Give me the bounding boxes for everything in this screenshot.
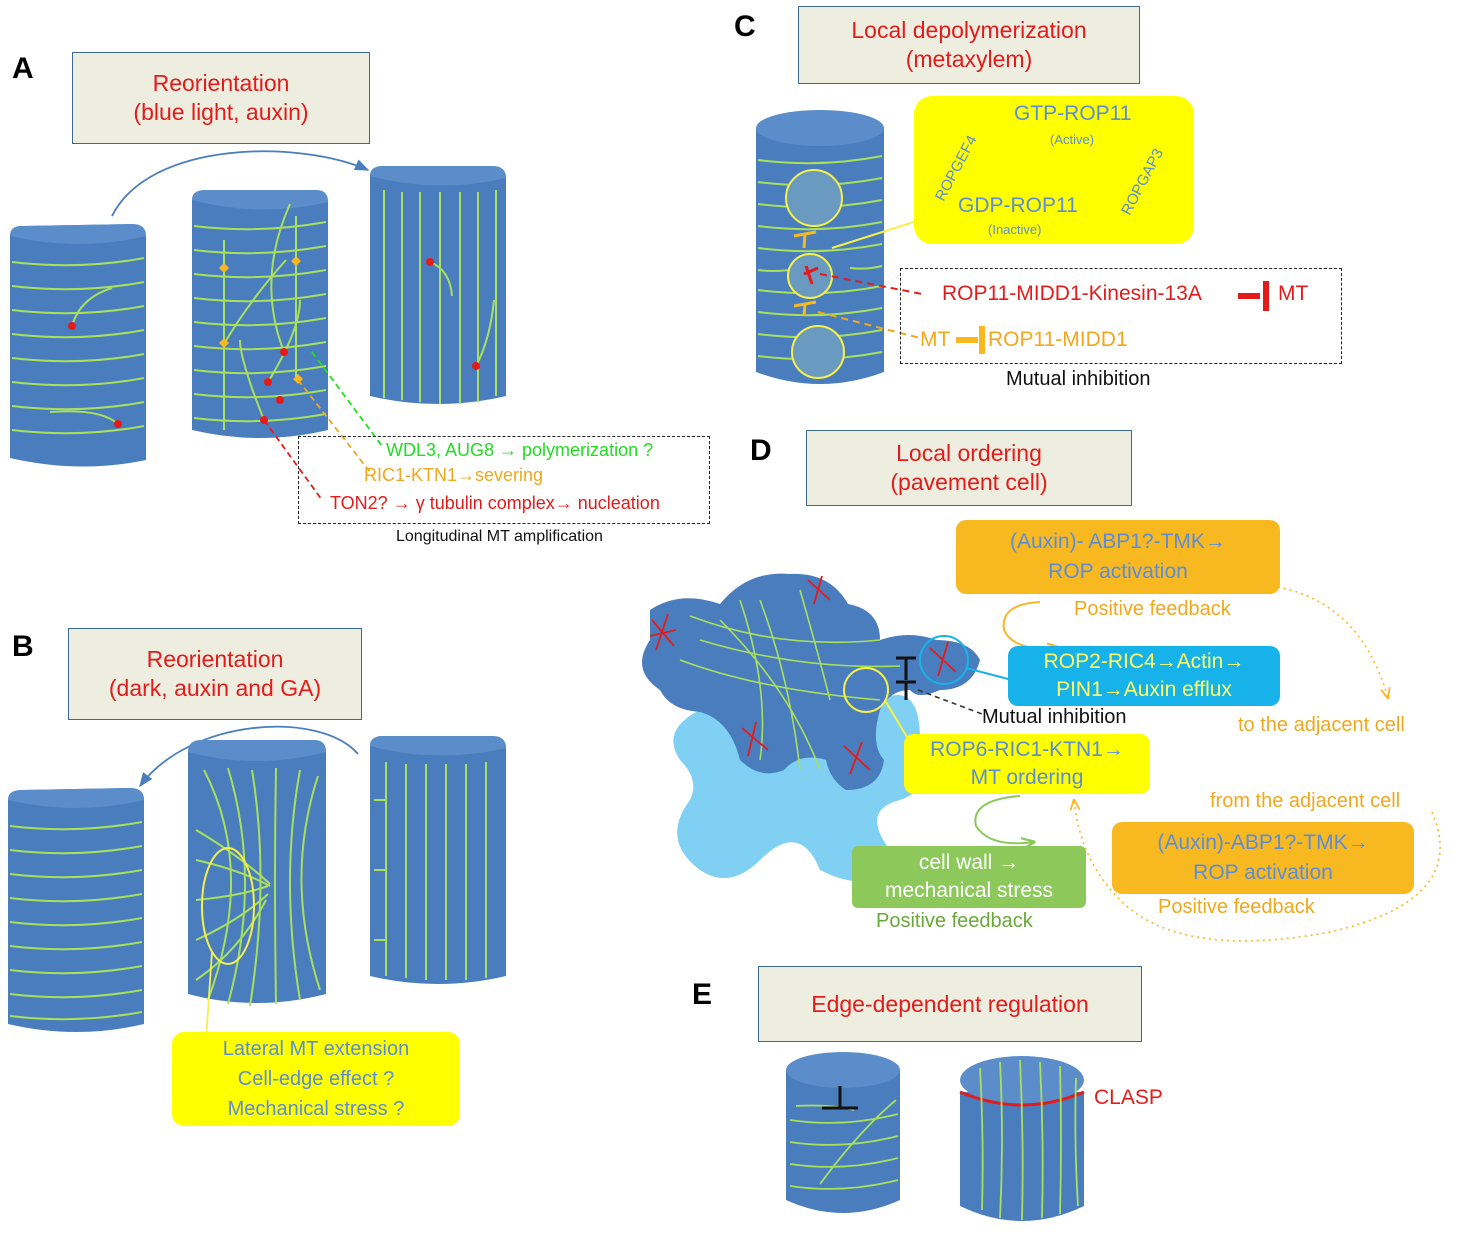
panel-letter-d: D xyxy=(750,434,772,467)
tmk-top-line2: ROP activation xyxy=(1048,560,1188,583)
polymerization-label: WDL3, AUG8 → polymerization ? xyxy=(386,440,654,460)
panel-b-title-box: Reorientation (dark, auxin and GA) xyxy=(68,628,362,720)
tmk-activation-box-bottom: (Auxin)-ABP1?-TMK→ ROP activation xyxy=(1112,822,1414,894)
severing-label: RIC1-KTN1→severing xyxy=(364,465,544,485)
panel-letter-a: A xyxy=(12,52,34,85)
cell-metaxylem-c xyxy=(756,110,884,384)
panel-b-graphics xyxy=(8,725,506,1041)
panel-e-graphics xyxy=(786,1052,1085,1221)
panel-c-title-line2: (metaxylem) xyxy=(905,46,1033,72)
panel-d-mutual-inhibition: Mutual inhibition xyxy=(982,706,1127,728)
panel-a-dashed-box xyxy=(298,436,710,524)
panel-b-title-line2: (dark, auxin and GA) xyxy=(108,675,322,701)
panel-d-graphics xyxy=(642,573,1441,942)
panel-e-title-box: Edge-dependent regulation xyxy=(758,966,1142,1042)
rop2-line2: PIN1→Auxin efflux xyxy=(1056,678,1232,701)
cell-transverse-a xyxy=(10,224,146,467)
rop11-cycle-box xyxy=(914,96,1194,244)
positive-feedback-bottom: Positive feedback xyxy=(1158,896,1315,918)
panel-c-title-line1: Local depolymerization xyxy=(851,17,1087,43)
cell-clasp-e xyxy=(959,1056,1085,1221)
panel-b-title-line1: Reorientation xyxy=(146,646,284,672)
tmk-bottom-line1: (Auxin)-ABP1?-TMK→ xyxy=(1157,831,1369,854)
cell-transverse-b xyxy=(8,788,144,1032)
panel-c-graphics xyxy=(756,110,1269,384)
active-label: (Active) xyxy=(1050,132,1095,147)
cell-wall-stress-box: cell wall → mechanical stress xyxy=(852,846,1086,908)
panel-a-caption: Longitudinal MT amplification xyxy=(396,528,603,545)
rop6-mt-ordering-box: ROP6-RIC1-KTN1→ MT ordering xyxy=(904,734,1150,794)
gdp-rop11-label: GDP-ROP11 xyxy=(958,194,1078,217)
cell-inhibited-e xyxy=(786,1052,900,1213)
panel-letter-e: E xyxy=(692,978,713,1011)
nucleation-label: TON2? → γ tubulin complex→ nucleation xyxy=(330,493,660,513)
positive-feedback-top: Positive feedback xyxy=(1074,598,1231,620)
panel-c-dashed-box xyxy=(900,268,1342,364)
mechanical-stress-line: Mechanical stress ? xyxy=(227,1098,405,1120)
to-adjacent-label: to the adjacent cell xyxy=(1238,714,1405,736)
panel-d-title-line2: (pavement cell) xyxy=(890,469,1048,495)
wall-line2: mechanical stress xyxy=(884,879,1054,902)
panel-a-graphics xyxy=(10,150,506,501)
cell-longitudinal-b xyxy=(370,736,506,984)
panel-c-caption: Mutual inhibition xyxy=(1006,368,1151,390)
kinesin-label: ROP11-MIDD1-Kinesin-13A xyxy=(942,282,1202,305)
cell-fan-b xyxy=(188,740,326,1007)
panel-a-title-line2: (blue light, auxin) xyxy=(133,99,309,125)
wall-line1: cell wall → xyxy=(918,851,1020,874)
tmk-bottom-line2: ROP activation xyxy=(1193,861,1333,884)
panel-d-title-line1: Local ordering xyxy=(896,440,1042,466)
panel-a-title-line1: Reorientation xyxy=(152,70,290,96)
tmk-activation-box-top: (Auxin)- ABP1?-TMK→ ROP activation xyxy=(956,520,1280,594)
rop2-line1: ROP2-RIC4→Actin→ xyxy=(1043,650,1245,673)
panel-d-title-box: Local ordering (pavement cell) xyxy=(806,430,1132,506)
rop6-line1: ROP6-RIC1-KTN1→ xyxy=(930,738,1124,761)
rop6-line2: MT ordering xyxy=(970,766,1084,789)
clasp-label: CLASP xyxy=(1094,1086,1163,1109)
rop2-actin-box: ROP2-RIC4→Actin→ PIN1→Auxin efflux xyxy=(1008,646,1280,706)
gtp-rop11-label: GTP-ROP11 xyxy=(1014,102,1132,125)
panel-letter-b: B xyxy=(12,630,34,663)
lateral-extension-box: Lateral MT extension Cell-edge effect ? … xyxy=(172,1032,460,1126)
panel-letter-c: C xyxy=(734,10,756,43)
cell-longitudinal-a xyxy=(370,166,506,404)
inactive-label: (Inactive) xyxy=(988,222,1042,237)
mt-source-label: MT xyxy=(920,328,951,351)
panel-c-title-box: Local depolymerization (metaxylem) xyxy=(798,6,1140,84)
tmk-top-line1: (Auxin)- ABP1?-TMK→ xyxy=(1010,530,1226,553)
panel-e-title: Edge-dependent regulation xyxy=(811,990,1089,1017)
cell-edge-line: Cell-edge effect ? xyxy=(237,1068,395,1090)
positive-feedback-green: Positive feedback xyxy=(876,910,1033,932)
panel-a-title-box: Reorientation (blue light, auxin) xyxy=(72,52,370,144)
rop11-midd1-label: ROP11-MIDD1 xyxy=(988,328,1128,351)
reorientation-arrow-b xyxy=(139,725,359,788)
reorientation-arrow-a xyxy=(111,150,370,217)
lateral-extension-line1: Lateral MT extension xyxy=(222,1038,410,1060)
cell-mixed-a xyxy=(192,190,328,438)
mt-target-label: MT xyxy=(1278,282,1309,305)
from-adjacent-label: from the adjacent cell xyxy=(1210,790,1401,812)
